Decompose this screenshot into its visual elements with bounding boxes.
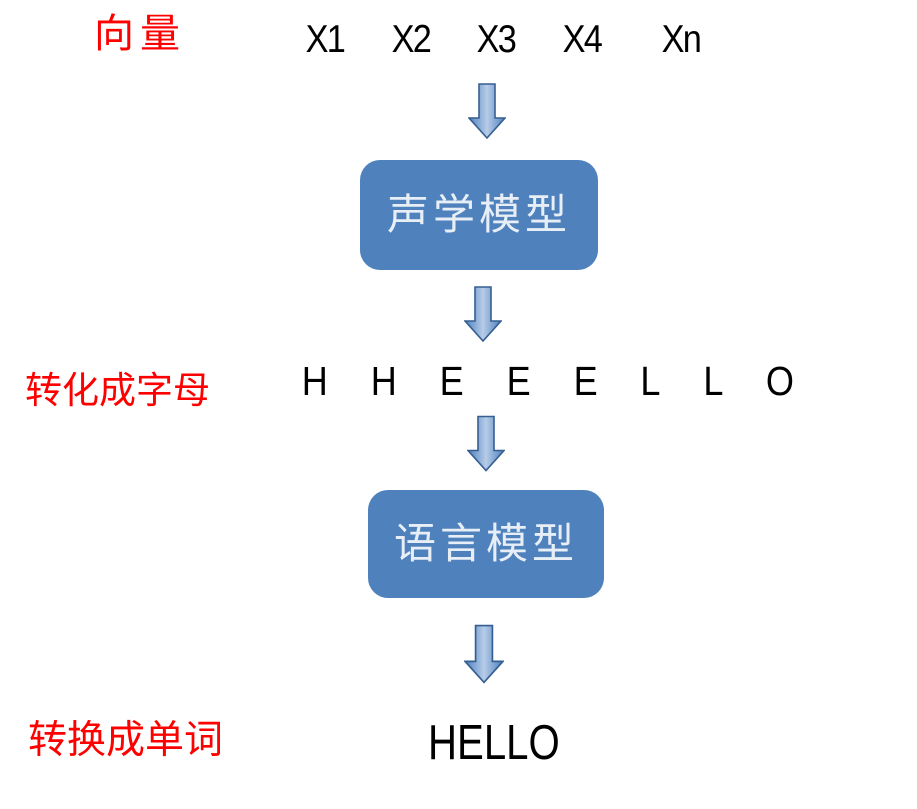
decoded-word: HELLO	[428, 716, 560, 770]
decoded-letter: L	[640, 358, 661, 404]
language-model-box-label: 语言模型	[393, 519, 578, 568]
vector-symbol-x4: X4	[562, 18, 602, 61]
block-arrow-down-icon	[464, 624, 504, 684]
vector-symbol-x2: X2	[391, 18, 431, 61]
word-stage-label: 转换成单词	[28, 718, 224, 763]
vector-symbol-x3: X3	[476, 18, 517, 61]
block-arrow-down-icon	[468, 83, 506, 139]
letters-stage-label: 转化成字母	[25, 369, 210, 412]
vector-symbol-xn: Xn	[661, 18, 702, 61]
decoded-letter: H	[370, 358, 398, 404]
decoded-letter: H	[301, 358, 328, 404]
decoded-letters-row: H H E E E L L O	[300, 361, 796, 402]
block-arrow-down-icon	[464, 286, 502, 342]
decoded-letter: E	[573, 358, 599, 404]
vector-stage-label: 向量	[94, 11, 186, 57]
language-model-box: 语言模型	[368, 490, 604, 598]
vector-symbols-row: X1 X2 X3 X4 Xn	[303, 20, 703, 59]
decoded-letter: O	[765, 358, 795, 404]
acoustic-model-box-label: 声学模型	[386, 190, 571, 239]
block-arrow-down-icon	[467, 415, 505, 472]
decoded-letter: E	[507, 358, 532, 404]
acoustic-model-box: 声学模型	[360, 160, 598, 270]
vector-symbol-x1: X1	[305, 18, 346, 61]
decoded-letter: L	[703, 358, 724, 404]
decoded-letter: E	[440, 358, 465, 404]
